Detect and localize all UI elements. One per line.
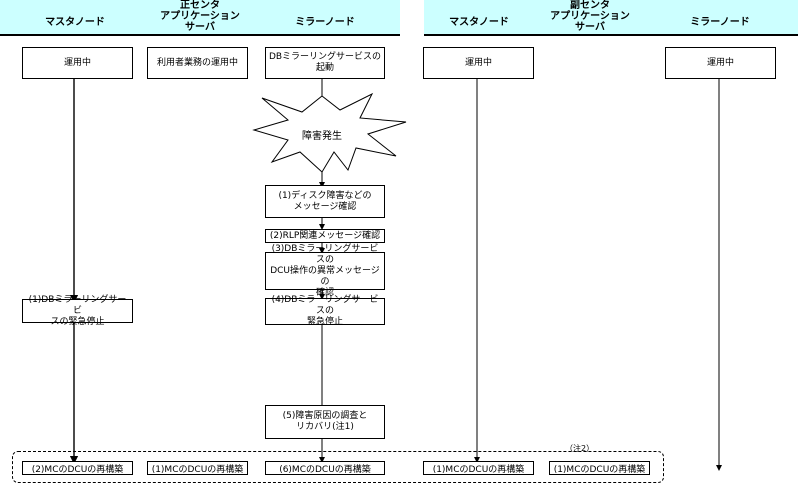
- step5-box: (5)障害原因の調査と リカバリ(注1): [265, 405, 385, 439]
- rebuild-group-border: [12, 451, 664, 483]
- app-server-title-line: サーバ: [575, 22, 605, 33]
- secondary-app-server-title: 副センタ アプリケーション サーバ: [540, 0, 640, 33]
- secondary-header-underline: [424, 34, 798, 36]
- primary-center-header: [0, 0, 400, 34]
- primary-header-underline: [0, 34, 400, 36]
- app-server-title-line: 副センタ: [570, 0, 610, 11]
- secondary-master-rebuild-box: (1)MCのDCUの再構築: [423, 461, 534, 475]
- step4-box: (4)DBミラーリングサービスの 緊急停止: [265, 295, 385, 327]
- app-rebuild-box: (1)MCのDCUの再構築: [147, 461, 248, 475]
- master-emergency-stop-box: (1)DBミラーリングサービ スの緊急停止: [22, 295, 133, 327]
- secondary-mirror-node-title: ミラーノード: [690, 17, 750, 28]
- mirror-rebuild-box: (6)MCのDCUの再構築: [265, 461, 385, 475]
- primary-app-server-title: 正センタ アプリケーション サーバ: [140, 0, 260, 33]
- note-2-label: （注2）: [565, 444, 595, 453]
- secondary-master-node-title: マスタノード: [449, 17, 509, 28]
- primary-master-running-box: 運用中: [22, 47, 133, 79]
- master-rebuild-box: (2)MCのDCUの再構築: [22, 461, 133, 475]
- primary-mirror-node-title: ミラーノード: [295, 17, 355, 28]
- app-server-title-line: サーバ: [185, 22, 215, 33]
- secondary-app-rebuild-box: (1)MCのDCUの再構築: [549, 461, 650, 475]
- primary-master-node-title: マスタノード: [45, 17, 105, 28]
- secondary-master-running-box: 運用中: [423, 47, 534, 79]
- secondary-mirror-running-box: 運用中: [665, 47, 776, 79]
- secondary-center-header: [424, 0, 798, 34]
- step1-box: (1)ディスク障害などの メッセージ確認: [265, 185, 385, 218]
- primary-app-running-box: 利用者業務の運用中: [147, 47, 248, 79]
- step2-box: (2)RLP関連メッセージ確認: [265, 229, 385, 243]
- mirror-start-box: DBミラーリングサービスの 起動: [265, 47, 385, 79]
- app-server-title-line: 正センタ: [180, 0, 220, 11]
- step3-box: (3)DBミラーリングサービスの DCU操作の異常メッセージの 確認: [265, 244, 385, 298]
- app-server-title-line: アプリケーション: [160, 11, 240, 22]
- app-server-title-line: アプリケーション: [550, 11, 630, 22]
- fault-label: 障害発生: [302, 131, 342, 142]
- fault-burst-shape: [252, 92, 407, 173]
